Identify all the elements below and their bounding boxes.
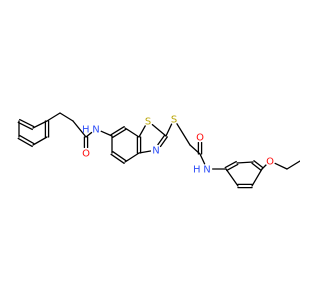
bond-aryl-c6-aryl-c1-single	[225, 168, 239, 187]
atom-label-thio-s: S	[171, 115, 177, 126]
bond-aryl-c4-ether-o-single	[261, 164, 267, 170]
bond-bt-c6-bt-c7-double-a	[112, 128, 127, 139]
bond-bt-s1-bt-c2-single	[151, 123, 167, 137]
bond-bt-c4-bt-c5-double-a	[112, 151, 127, 162]
atom-label-bt-s1: S	[145, 117, 151, 128]
atom-label-amide1-o: O	[82, 149, 90, 160]
atom-label-ether-o: O	[266, 157, 274, 168]
bond-aryl-c1-aryl-c2-double-a	[226, 163, 239, 172]
atom-background-ether-o	[264, 155, 276, 167]
atom-label-bt-n3: N	[152, 146, 159, 157]
bond-aryl-c3-aryl-c4-double-a	[251, 162, 262, 171]
bond-bt-c6-bt-c7-double-b	[110, 125, 125, 136]
bond-bt-c7a-bt-s1-single	[138, 125, 146, 138]
bond-amide1-nh-bt-c6-single	[100, 130, 113, 137]
bond-bt-c7-bt-c7a-single	[124, 127, 140, 138]
bond-chain-ch2-a-chain-ch2-b-single	[59, 112, 74, 122]
atom-label-amide1-nh: N	[92, 125, 99, 136]
bond-ether-o-ethyl-ch2-single	[274, 162, 288, 170]
bond-chain-ch2-b-amide1-c-single	[72, 120, 87, 138]
atom-hydrogen-amide1-nh: H	[82, 125, 90, 136]
bond-benzyl-c4-benzyl-c5-double-a	[19, 134, 35, 145]
atom-background-amide1-o	[80, 147, 92, 159]
bond-bt-c4-bt-c5-double-b	[110, 153, 125, 164]
atom-background-bt-s1	[142, 115, 154, 127]
bond-layer	[17, 112, 300, 189]
bond-benzyl-c4-benzyl-c5-double-b	[17, 137, 33, 148]
bond-ethyl-ch2-ethyl-ch3-single	[286, 160, 300, 170]
bond-aryl-c4-aryl-c5-single	[251, 168, 263, 187]
bond-aryl-c3-aryl-c4-double-b	[253, 160, 264, 169]
bond-bt-c2-bt-n3-double-b	[159, 136, 168, 148]
bond-bt-c2-thio-s-single	[165, 123, 173, 137]
atom-background-bt-n3	[150, 144, 162, 156]
bond-amide1-c-amide1-nh-single	[85, 131, 93, 138]
bond-aryl-c1-aryl-c2-double-b	[224, 160, 237, 169]
atom-hydrogen-amide2-nh: H	[193, 165, 201, 176]
bond-benzyl-c2-chain-ch2-a-single	[46, 112, 61, 122]
bond-thio-s-thio-ch2-single	[176, 123, 191, 146]
bond-bt-c2-bt-n3-double-a	[157, 134, 166, 146]
bond-amide2-c-amide2-nh-single	[199, 153, 206, 165]
bond-benzyl-c6-benzyl-c1-double-a	[17, 121, 33, 131]
atom-label-amide2-o: O	[196, 133, 204, 144]
atom-background-thio-s	[168, 113, 180, 125]
atom-background-amide1-nh	[90, 123, 102, 135]
bond-bt-c3a-bt-c4-single	[124, 152, 140, 163]
bond-benzyl-c3-benzyl-c4-single	[32, 136, 48, 146]
atom-background-amide2-o	[194, 131, 206, 143]
bond-aryl-c2-aryl-c3-single	[236, 161, 254, 164]
atom-background-amide2-nh	[201, 163, 213, 175]
bond-benzyl-c1-benzyl-c2-single	[32, 120, 48, 129]
atom-label-amide2-nh: N	[203, 165, 210, 176]
bond-benzyl-c6-benzyl-c1-double-b	[19, 118, 35, 128]
